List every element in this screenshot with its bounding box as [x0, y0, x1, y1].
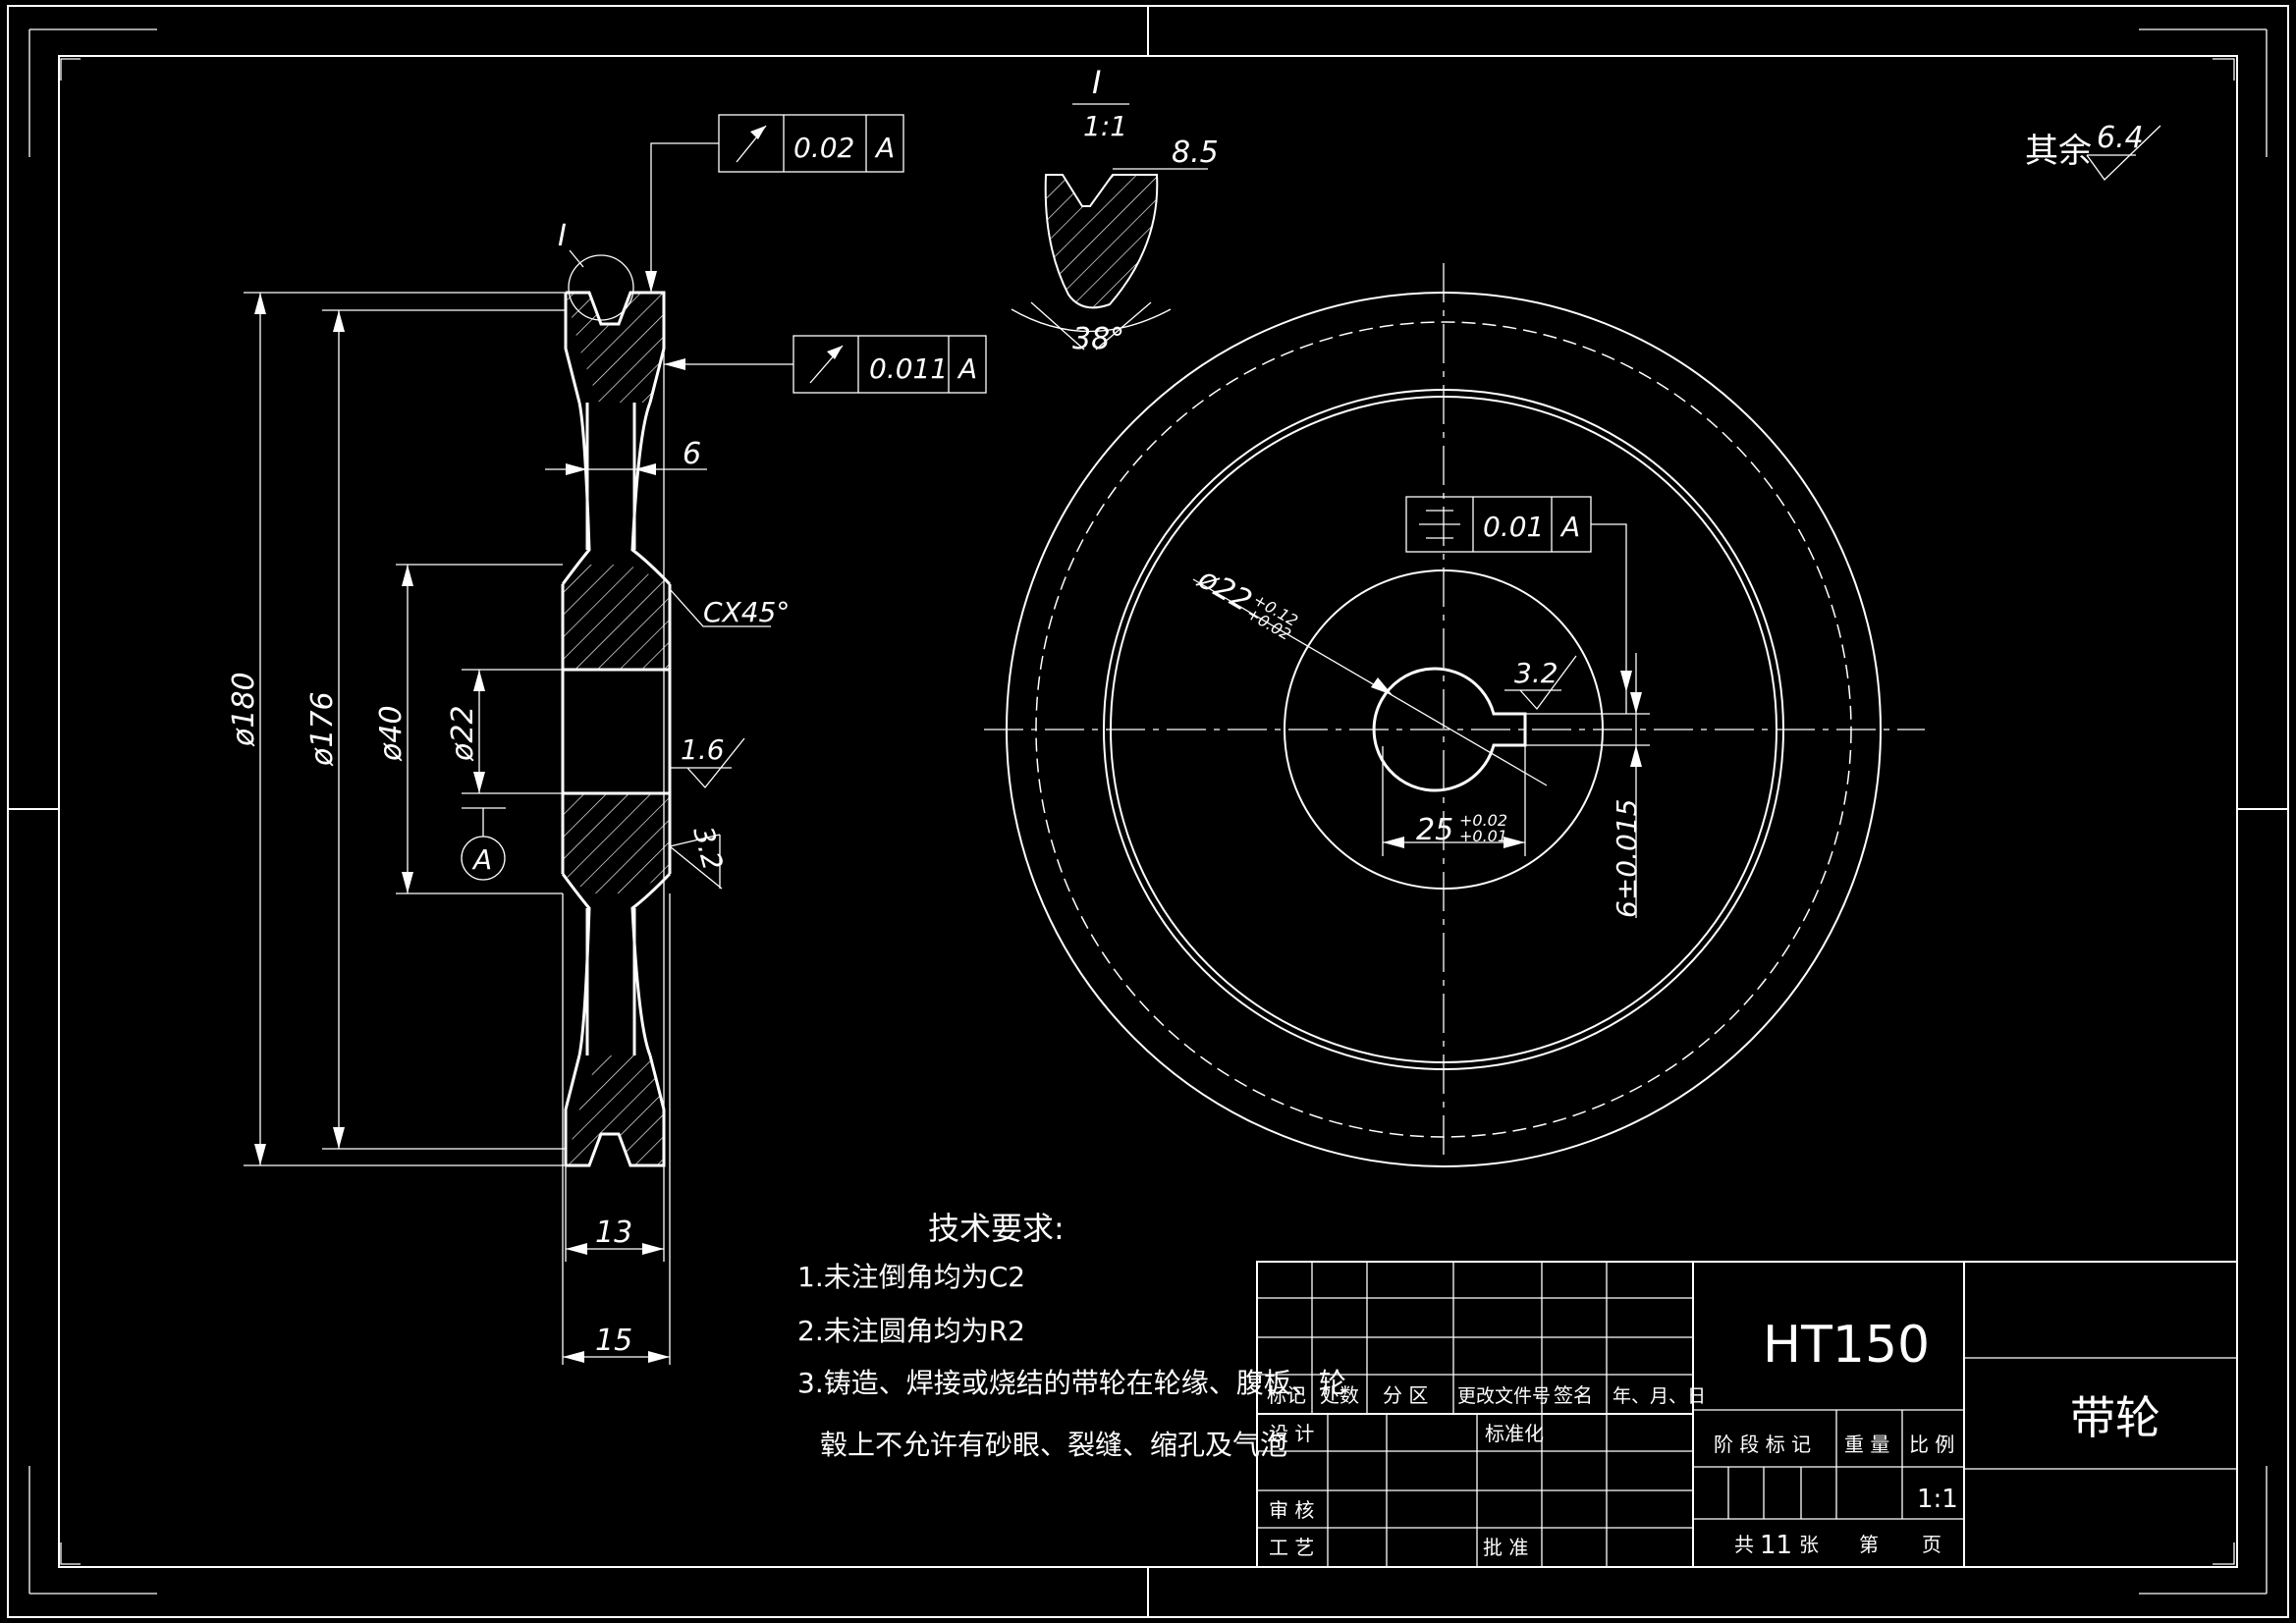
tb-page-prefix: 第	[1859, 1533, 1879, 1556]
dim-d22: ø22	[446, 705, 480, 762]
dim-d180: ø180	[227, 672, 261, 747]
keyway-tol-up: +0.02	[1459, 811, 1507, 830]
sym-value: 0.01	[1483, 511, 1544, 543]
dim-chamfer: CX45°	[703, 596, 790, 628]
tb-scale: 1:1	[1917, 1485, 1958, 1514]
tb-h-mark: 标记	[1267, 1383, 1306, 1407]
tb-material: HT150	[1763, 1316, 1930, 1375]
tol1-value: 0.02	[793, 132, 854, 164]
title-block: 标记 处数 分 区 更改文件号 签名 年、月、日 设 计 标准化 审 核 工 艺…	[1256, 1261, 2238, 1568]
detail-width: 8.5	[1172, 135, 1219, 170]
tb-weight: 重 量	[1844, 1433, 1889, 1456]
tech-item-1: 1.未注倒角均为C2	[797, 1261, 1025, 1293]
keyway-width: 6±0.015	[1611, 799, 1643, 918]
tb-h-change: 更改文件号	[1457, 1385, 1551, 1407]
keyway-roughness: 3.2	[1514, 657, 1558, 689]
tol2-datum: A	[957, 352, 977, 385]
datum-a: A	[471, 843, 492, 876]
tb-h-count: 处数	[1320, 1383, 1359, 1407]
tb-h-sign: 签名	[1554, 1383, 1593, 1407]
roughness-bore: 1.6	[681, 733, 725, 766]
tech-item-3: 3.铸造、焊接或烧结的带轮在轮缘、腹板、轮	[797, 1367, 1346, 1399]
tb-standard: 标准化	[1485, 1422, 1544, 1445]
runout-arrow-icon	[750, 126, 766, 139]
dim-d176: ø176	[305, 691, 340, 767]
tech-requirements: 技术要求: 1.未注倒角均为C2 2.未注圆角均为R2 3.铸造、焊接或烧结的带…	[797, 1210, 1346, 1461]
tech-item-2: 2.未注圆角均为R2	[797, 1315, 1025, 1347]
sheet-frame	[7, 5, 2289, 1618]
detail-angle: 38°	[1072, 322, 1124, 356]
bore-dia: ø22	[1191, 561, 1257, 619]
detail-scale: 1:1	[1083, 110, 1127, 142]
keyway-tol-low: +0.01	[1459, 827, 1507, 845]
detail-view: I 1:1 8.5 38°	[1011, 64, 1219, 356]
tb-page-unit: 页	[1922, 1533, 1941, 1556]
tb-sheets-count: 11	[1760, 1531, 1792, 1560]
sym-datum: A	[1559, 511, 1580, 543]
tb-part-name: 带轮	[2070, 1391, 2160, 1444]
tb-design: 设 计	[1269, 1422, 1314, 1445]
tech-title: 技术要求:	[928, 1210, 1065, 1247]
tb-h-zone: 分 区	[1383, 1383, 1428, 1407]
dim-hub: 13	[595, 1216, 632, 1250]
dim-rim: 15	[595, 1324, 632, 1358]
keyway-depth: 25	[1416, 813, 1453, 847]
tb-approve: 批 准	[1483, 1536, 1528, 1559]
dim-d40: ø40	[374, 705, 409, 762]
tb-h-date: 年、月、日	[1613, 1385, 1706, 1407]
section-view: I ø180 ø176 ø40 ø22 6	[227, 114, 987, 1365]
tol1-datum: A	[874, 132, 895, 164]
tb-stage: 阶 段 标 记	[1714, 1433, 1811, 1456]
roughness-general-label: 其余	[2025, 132, 2092, 171]
tb-process: 工 艺	[1269, 1536, 1314, 1559]
dim-web: 6	[683, 437, 701, 471]
general-roughness: 其余 6.4	[2025, 121, 2161, 181]
tb-review: 审 核	[1269, 1498, 1314, 1522]
tb-sheets-prefix: 共	[1734, 1533, 1754, 1556]
symmetry-icon	[1419, 510, 1460, 539]
roughness-general-value: 6.4	[2097, 121, 2144, 155]
runout-arrow-icon	[827, 346, 843, 359]
section-detail-marker: I	[558, 219, 567, 253]
tb-sheets-unit: 张	[1799, 1533, 1819, 1556]
front-view: 0.01 A ø22 +0.12 +0.02 3.2 25 +0.02 +0.0…	[984, 263, 1925, 1167]
tol2-value: 0.011	[869, 352, 948, 385]
tech-item-4: 毂上不允许有砂眼、裂缝、缩孔及气泡	[820, 1429, 1287, 1461]
detail-label: I	[1092, 64, 1101, 101]
tb-scale-label: 比 例	[1909, 1433, 1954, 1456]
